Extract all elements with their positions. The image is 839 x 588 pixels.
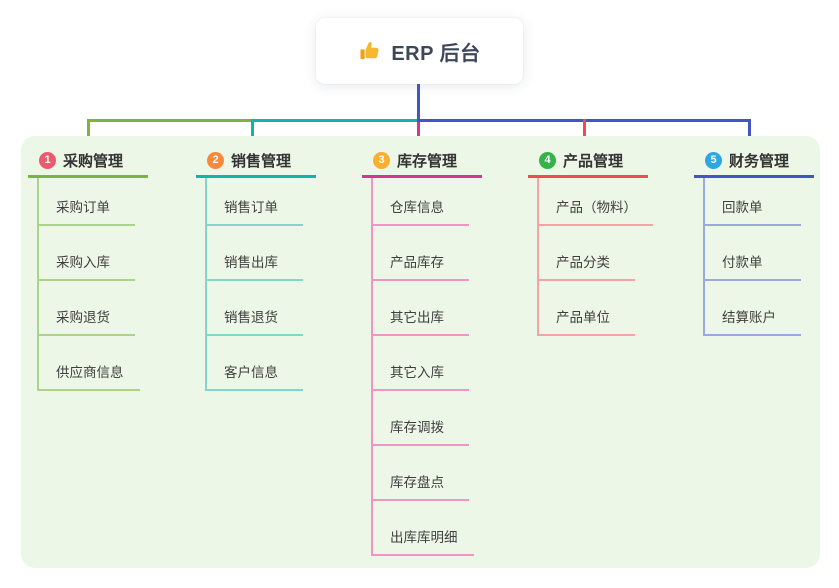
badge-1: 1 xyxy=(39,152,56,169)
child-item[interactable]: 库存调拨 xyxy=(373,391,469,446)
child-item[interactable]: 供应商信息 xyxy=(39,336,140,391)
branch-product-header[interactable]: 4 产品管理 xyxy=(528,146,648,178)
branch-inventory-title: 库存管理 xyxy=(397,153,458,170)
child-item[interactable]: 出库库明细 xyxy=(373,501,474,556)
branches-panel xyxy=(21,136,820,568)
branch-inventory-children: 仓库信息 产品库存 其它出库 其它入库 库存调拨 库存盘点 出库库明细 xyxy=(371,178,474,556)
connector-bus-green xyxy=(87,119,254,122)
branch-finance-title: 财务管理 xyxy=(729,153,790,170)
child-item[interactable]: 付款单 xyxy=(705,226,801,281)
branch-purchase: 1 采购管理 采购订单 采购入库 采购退货 供应商信息 xyxy=(28,146,148,391)
child-item[interactable]: 采购订单 xyxy=(39,178,135,226)
connector-drop-inventory xyxy=(417,122,420,147)
branch-inventory-header[interactable]: 3 库存管理 xyxy=(362,146,482,178)
branch-product-title: 产品管理 xyxy=(563,153,624,170)
child-item[interactable]: 销售退货 xyxy=(207,281,303,336)
child-item[interactable]: 产品（物料） xyxy=(539,178,653,226)
child-item[interactable]: 仓库信息 xyxy=(373,178,469,226)
badge-4: 4 xyxy=(539,152,556,169)
connector-drop-purchase xyxy=(87,119,90,147)
child-item[interactable]: 其它出库 xyxy=(373,281,469,336)
branch-purchase-header[interactable]: 1 采购管理 xyxy=(28,146,148,178)
branch-sales-children: 销售订单 销售出库 销售退货 客户信息 xyxy=(205,178,303,391)
connector-drop-product xyxy=(583,119,586,147)
badge-5: 5 xyxy=(705,152,722,169)
child-item[interactable]: 其它入库 xyxy=(373,336,469,391)
connector-bus-teal xyxy=(251,119,420,122)
branch-finance: 5 财务管理 回款单 付款单 结算账户 xyxy=(694,146,814,336)
child-item[interactable]: 结算账户 xyxy=(705,281,801,336)
child-item[interactable]: 采购退货 xyxy=(39,281,135,336)
child-item[interactable]: 客户信息 xyxy=(207,336,303,391)
thumbs-up-icon xyxy=(360,42,379,60)
badge-2: 2 xyxy=(207,152,224,169)
badge-3: 3 xyxy=(373,152,390,169)
root-node-erp[interactable]: ERP 后台 xyxy=(316,18,523,84)
connector-root-vertical xyxy=(417,84,420,121)
connector-drop-finance xyxy=(748,119,751,147)
branch-purchase-children: 采购订单 采购入库 采购退货 供应商信息 xyxy=(37,178,140,391)
branch-finance-header[interactable]: 5 财务管理 xyxy=(694,146,814,178)
connector-drop-sales xyxy=(251,119,254,147)
branch-sales-header[interactable]: 2 销售管理 xyxy=(196,146,316,178)
child-item[interactable]: 产品分类 xyxy=(539,226,635,281)
branch-sales-title: 销售管理 xyxy=(231,153,292,170)
child-item[interactable]: 产品库存 xyxy=(373,226,469,281)
branch-sales: 2 销售管理 销售订单 销售出库 销售退货 客户信息 xyxy=(196,146,316,391)
branch-finance-children: 回款单 付款单 结算账户 xyxy=(703,178,801,336)
root-label: ERP 后台 xyxy=(391,42,481,65)
child-item[interactable]: 采购入库 xyxy=(39,226,135,281)
child-item[interactable]: 回款单 xyxy=(705,178,801,226)
child-item[interactable]: 库存盘点 xyxy=(373,446,469,501)
child-item[interactable]: 销售订单 xyxy=(207,178,303,226)
branch-purchase-title: 采购管理 xyxy=(63,153,124,170)
branch-product-children: 产品（物料） 产品分类 产品单位 xyxy=(537,178,653,336)
child-item[interactable]: 产品单位 xyxy=(539,281,635,336)
branch-product: 4 产品管理 产品（物料） 产品分类 产品单位 xyxy=(528,146,653,336)
branch-inventory: 3 库存管理 仓库信息 产品库存 其它出库 其它入库 库存调拨 库存盘点 出库库… xyxy=(362,146,482,556)
child-item[interactable]: 销售出库 xyxy=(207,226,303,281)
